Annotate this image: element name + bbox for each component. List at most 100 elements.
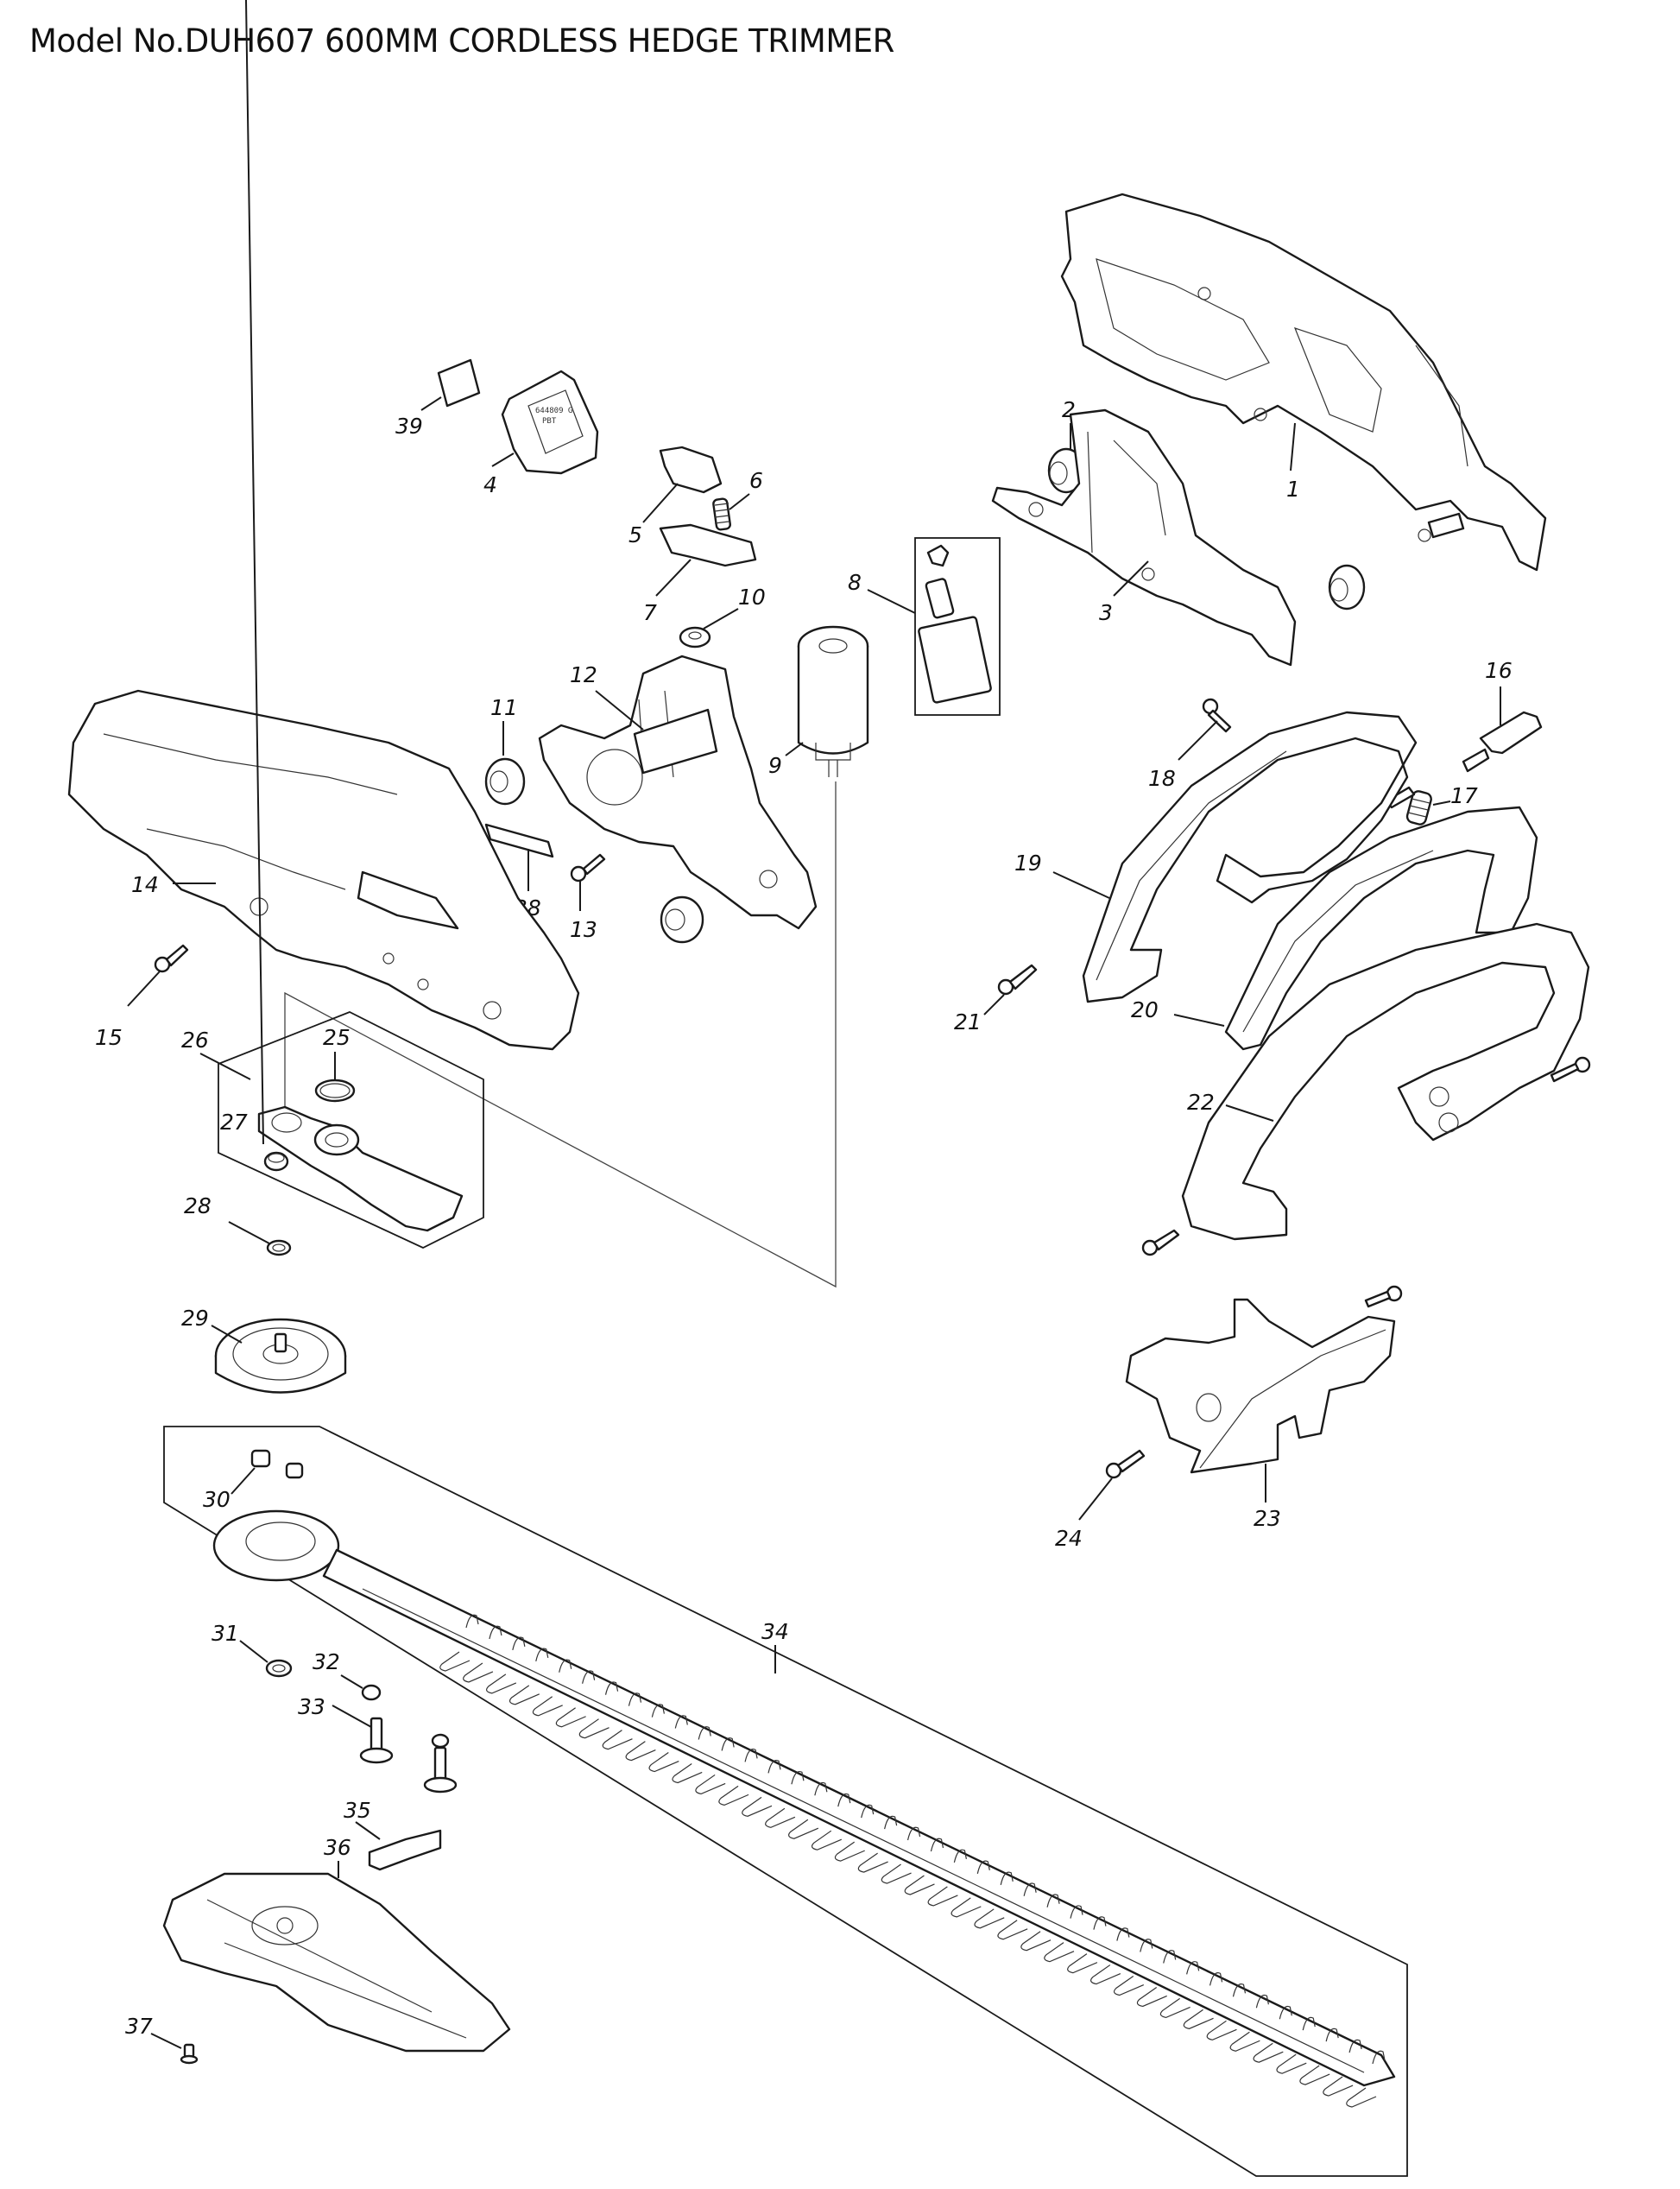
- assembly-reference-line: [284, 781, 837, 1288]
- part-37-screw: [180, 2043, 199, 2065]
- blade-tooth-upper: [1046, 1894, 1060, 1907]
- blade-tooth-upper: [1255, 1995, 1269, 2009]
- callout-15: 15: [95, 1025, 123, 1050]
- part-36-blade-cover: [162, 1872, 511, 2053]
- leader-3: [1113, 560, 1149, 597]
- blade-tooth-lower: [1276, 2053, 1307, 2074]
- leader-7: [655, 559, 692, 597]
- blade-tooth-upper: [1372, 2050, 1386, 2065]
- callout-33: 33: [298, 1694, 325, 1719]
- blade-tooth-lower: [857, 1852, 888, 1873]
- part-29-crank-gear: [214, 1318, 347, 1394]
- blade-tooth-lower: [927, 1886, 958, 1907]
- blade-tooth-upper: [674, 1715, 688, 1729]
- part-2-grommet: [1047, 447, 1366, 611]
- blade-tooth-lower: [532, 1696, 563, 1717]
- leader-9: [785, 742, 804, 756]
- blade-tooth-lower: [672, 1762, 703, 1784]
- part-13-screw: [570, 853, 606, 883]
- blade-tooth-upper: [651, 1704, 665, 1718]
- callout-25: 25: [323, 1025, 351, 1050]
- blade-tooth-upper: [791, 1771, 805, 1785]
- blade-tooth-upper: [582, 1670, 596, 1684]
- blade-tooth-lower: [1067, 1953, 1098, 1974]
- switch-code-text: 644809 G: [535, 407, 572, 415]
- blade-tooth-upper: [906, 1826, 921, 1841]
- leader-19: [1052, 871, 1110, 899]
- leader-10: [703, 608, 739, 629]
- callout-30: 30: [203, 1487, 231, 1512]
- leader-22: [1225, 1104, 1274, 1122]
- callout-10: 10: [738, 585, 766, 610]
- blade-tooth-upper: [814, 1781, 828, 1796]
- part-18-screw: [1202, 698, 1232, 733]
- blade-tooth-upper: [512, 1636, 526, 1651]
- leader-28: [228, 1221, 270, 1244]
- part-16-switch: [1462, 711, 1543, 773]
- part-21-screw: [997, 964, 1038, 996]
- blade-tooth-lower: [997, 1920, 1028, 1940]
- callout-5: 5: [628, 522, 642, 547]
- blade-tooth-lower: [765, 1807, 796, 1828]
- blade-tooth-upper: [744, 1749, 758, 1762]
- callout-3: 3: [1099, 600, 1113, 625]
- blade-tooth-upper: [559, 1659, 572, 1673]
- part-22-screw-right: [1550, 1056, 1591, 1083]
- part-39-label: [437, 358, 481, 408]
- blade-tooth-upper: [884, 1815, 898, 1830]
- part-38-label: [484, 823, 554, 858]
- blade-tooth-lower: [625, 1741, 656, 1762]
- leader-33: [332, 1705, 372, 1728]
- blade-tooth-upper: [489, 1625, 502, 1640]
- blade-tooth-lower: [1136, 1986, 1167, 2008]
- blade-tooth-upper: [976, 1860, 990, 1875]
- blade-tooth-upper: [1070, 1905, 1083, 1919]
- blade-tooth-lower: [508, 1685, 540, 1705]
- callout-9: 9: [768, 753, 782, 778]
- blade-tooth-lower: [1299, 2065, 1330, 2085]
- blade-tooth-lower: [1020, 1931, 1052, 1952]
- blade-tooth-upper: [1163, 1950, 1177, 1964]
- part-32-nut: [361, 1684, 382, 1701]
- blade-tooth-upper: [1093, 1916, 1107, 1930]
- blade-tooth-lower: [1090, 1964, 1121, 1985]
- blade-tooth-upper: [861, 1804, 875, 1819]
- blade-tooth-lower: [439, 1651, 471, 1672]
- callout-34: 34: [761, 1619, 789, 1644]
- leader-4: [491, 452, 515, 467]
- blade-tooth-upper: [1232, 1983, 1247, 1997]
- blade-tooth-upper: [1348, 2039, 1362, 2053]
- part-34-blade: [212, 1509, 1396, 2108]
- part-5-micro-switch: [659, 446, 723, 494]
- blade-tooth-lower: [1044, 1942, 1075, 1963]
- leader-27: [245, 0, 264, 1145]
- part-6-spring: [712, 497, 731, 531]
- leader-21: [983, 994, 1005, 1015]
- leader-15: [127, 971, 161, 1007]
- part-28-washer: [266, 1239, 292, 1256]
- blade-tooth-upper: [1325, 2028, 1339, 2042]
- part-22-front-handle: [1181, 922, 1590, 1241]
- blade-tooth-lower: [1113, 1976, 1145, 1996]
- leader-39: [420, 396, 442, 411]
- part-10-grommet: [679, 626, 711, 648]
- part-30-bushing: [250, 1449, 304, 1479]
- blade-tooth-upper: [953, 1849, 967, 1863]
- blade-tooth-upper: [930, 1838, 944, 1852]
- leader-6: [729, 493, 750, 510]
- blade-tooth-lower: [1159, 1997, 1191, 2019]
- part-26-gear-plate: [257, 1105, 464, 1232]
- blade-tooth-upper: [535, 1648, 549, 1661]
- blade-tooth-lower: [578, 1718, 609, 1739]
- callout-17: 17: [1450, 783, 1478, 808]
- blade-tooth-lower: [602, 1730, 633, 1750]
- blade-tooth-upper: [837, 1793, 851, 1807]
- callout-31: 31: [212, 1621, 239, 1646]
- blade-tooth-lower: [881, 1863, 912, 1884]
- blade-tooth-lower: [695, 1774, 726, 1795]
- blade-tooth-upper: [698, 1726, 711, 1740]
- callout-14: 14: [131, 872, 159, 897]
- callout-28: 28: [184, 1193, 212, 1218]
- leader-30: [231, 1467, 256, 1495]
